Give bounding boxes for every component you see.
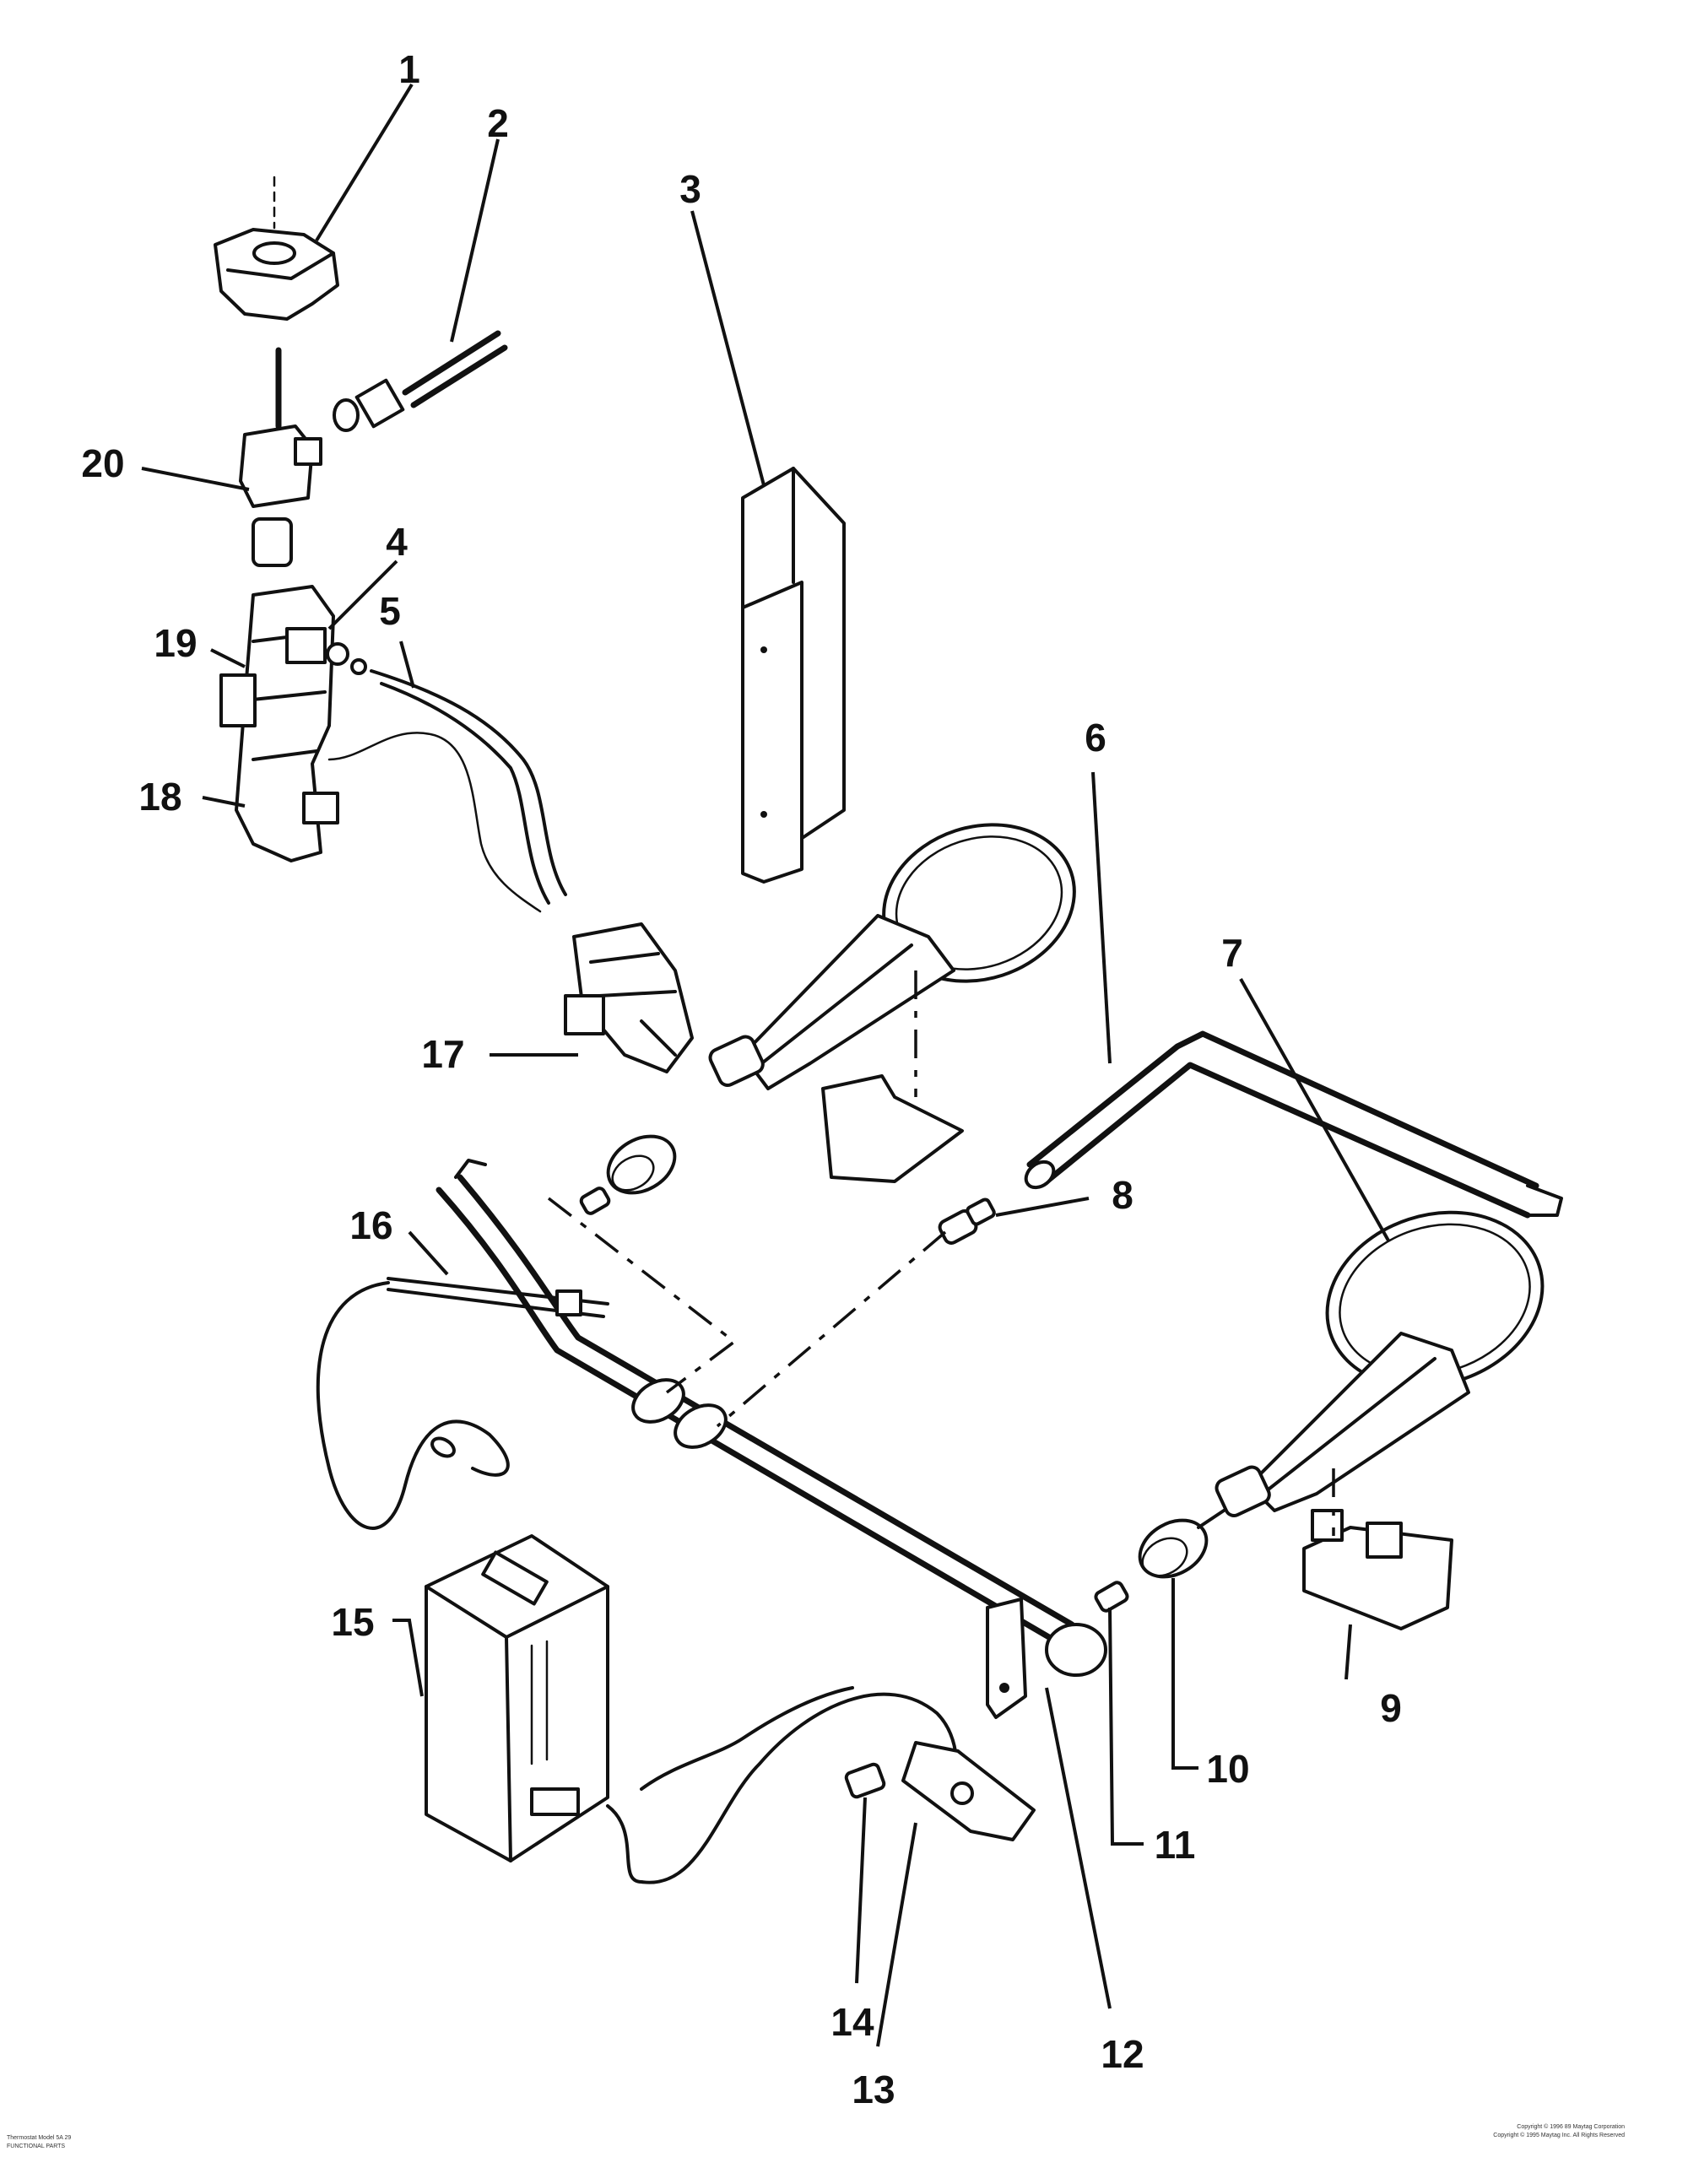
callout-11: 11 [1155,1823,1196,1867]
part-12-main-pipe [436,1159,1107,1719]
callout-5: 5 [379,589,401,633]
callout-1: 1 [398,47,420,91]
callout-10: 10 [1206,1747,1249,1791]
callout-19: 19 [154,621,197,665]
part-7-lower-burner [1215,1210,1545,1517]
pilot-mixer [579,1134,677,1215]
callout-6: 6 [1085,716,1106,760]
part-20-valve [239,347,322,567]
callout-17: 17 [421,1032,464,1076]
upper-burner [708,823,1076,1183]
part-17-pilot-bracket [564,922,694,1073]
assembly-guide-lines [547,1197,947,1428]
callout-7: 7 [1221,931,1243,975]
part-8-orifice [938,1197,996,1245]
callout-3: 3 [679,167,701,211]
footer-right-line-1: Copyright © 1996 89 Maytag Corporation [1517,2123,1625,2130]
callout-20: 20 [81,441,124,485]
callout-14: 14 [830,2000,874,2044]
part-3-bracket [741,467,846,884]
part-13-bracket-plate [901,1741,1036,1841]
callout-13: 13 [852,2068,895,2111]
footer-right-line-2: Copyright © 1995 Maytag Inc. All Rights … [1493,2132,1625,2138]
callout-labels: 1 2 3 4 5 6 7 8 9 10 11 12 13 14 15 16 1… [81,47,1401,2111]
footer-left: Thermostat Model 5A 29 FUNCTIONAL PARTS [7,2135,71,2149]
callout-8: 8 [1112,1173,1133,1217]
footer-left-line-1: Thermostat Model 5A 29 [7,2135,71,2141]
part-14-clip [844,1762,886,1799]
part-4-gas-valve-assembly [219,585,367,862]
part-10-mixer [1138,1509,1225,1579]
part-2-supply-tube [333,330,508,432]
callout-16: 16 [349,1203,392,1247]
part-6-manifold-tube [1024,1030,1563,1219]
part-11-orifice [1094,1581,1129,1613]
footer-left-line-2: FUNCTIONAL PARTS [7,2143,65,2149]
callout-12: 12 [1101,2032,1144,2076]
part-15-ignition-module [425,1534,959,1884]
part-9-burner-pan [1302,1468,1453,1630]
callout-15: 15 [331,1600,374,1644]
leader-lines [141,83,1390,2047]
part-16-ignitor [316,1277,609,1530]
footer-right: Copyright © 1996 89 Maytag Corporation C… [1493,2123,1625,2138]
callout-4: 4 [386,520,408,564]
part-5-pilot-tube [327,669,567,913]
part-1-thermostat-knob [214,176,339,321]
callout-18: 18 [138,775,181,819]
callout-9: 9 [1380,1686,1402,1730]
callout-2: 2 [487,101,509,145]
